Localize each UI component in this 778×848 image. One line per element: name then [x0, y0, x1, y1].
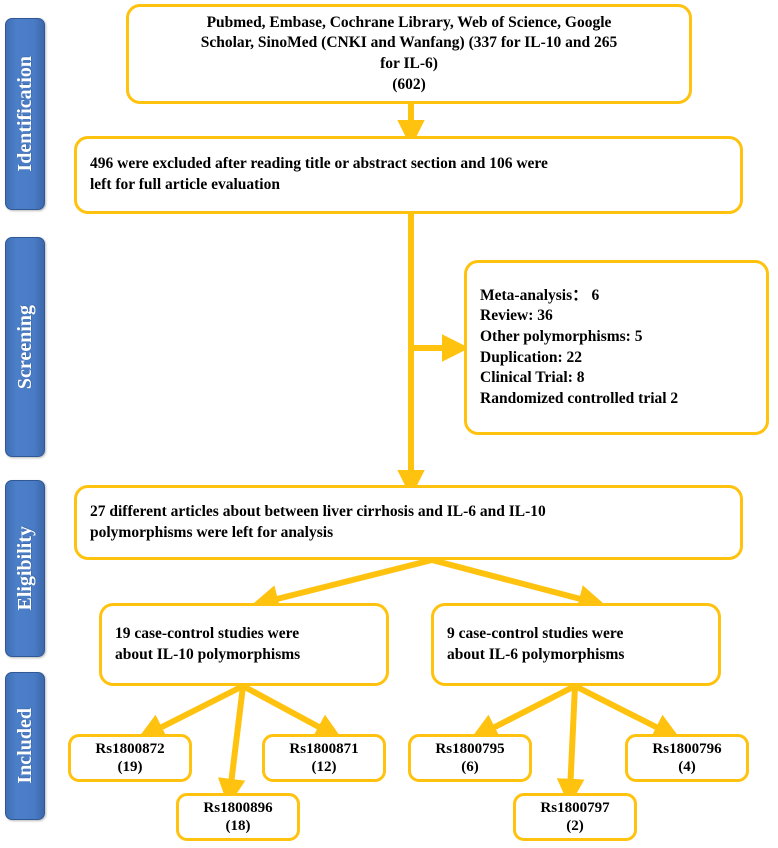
- phase-bar-eligibility: Eligibility: [5, 480, 45, 657]
- screening-line-1: 496 were excluded after reading title or…: [90, 155, 548, 173]
- box-snp-rs1800872: Rs1800872 (19): [68, 734, 192, 782]
- snp-name-rs1800871: Rs1800871: [289, 740, 359, 757]
- records-line-3: for IL-6): [380, 55, 438, 72]
- snp-count-rs1800872: (19): [117, 759, 143, 775]
- records-line-2: Scholar, SinoMed (CNKI and Wanfang) (337…: [200, 34, 618, 52]
- screening-line-2: left for full article evaluation: [90, 176, 280, 193]
- snp-count-rs1800795: (6): [461, 759, 479, 775]
- edge-eligible-il10: [251, 557, 433, 613]
- box-snp-rs1800797: Rs1800797 (2): [513, 793, 637, 841]
- box-snp-rs1800896: Rs1800896 (18): [176, 793, 300, 841]
- exclusion-reason-randomized-controlled-trial: Randomized controlled trial 2: [480, 389, 679, 407]
- box-snp-rs1800871: Rs1800871 (12): [262, 734, 386, 782]
- box-records-identified: Pubmed, Embase, Cochrane Library, Web of…: [126, 4, 692, 104]
- edge-il10-rs1800872: [137, 683, 245, 740]
- phase-label-eligibility: Eligibility: [14, 526, 36, 611]
- edge-il10-rs1800896: [217, 685, 246, 807]
- snp-name-rs1800796: Rs1800796: [652, 740, 722, 757]
- box-snp-rs1800795: Rs1800795 (6): [408, 734, 532, 782]
- phase-bar-included: Included: [5, 672, 45, 820]
- edge-il6-rs1800796: [573, 683, 681, 740]
- box-il6-studies: 9 case-control studies were about IL-6 p…: [431, 603, 721, 686]
- edge-eligible-il6: [431, 557, 606, 612]
- snp-count-rs1800896: (18): [225, 818, 251, 834]
- phase-label-included: Included: [14, 708, 36, 784]
- il10-line-1: 19 case-control studies were: [115, 624, 300, 642]
- eligible-line-2: polymorphisms were left for analysis: [90, 523, 334, 541]
- box-snp-rs1800796: Rs1800796 (4): [625, 734, 749, 782]
- box-exclusion-reasons: Meta-analysis： 6 Review: 36 Other polymo…: [464, 260, 769, 435]
- edge-il6-rs1800797: [556, 685, 585, 807]
- il10-line-2: about IL-10 polymorphisms: [115, 645, 301, 663]
- box-title-abstract-screening: 496 were excluded after reading title or…: [74, 136, 743, 214]
- box-eligible-articles: 27 different articles about between live…: [74, 485, 743, 560]
- snp-name-rs1800797: Rs1800797: [540, 799, 610, 816]
- snp-count-rs1800796: (4): [678, 759, 696, 775]
- exclusion-reason-review: Review: 36: [480, 307, 553, 325]
- il6-line-2: about IL-6 polymorphisms: [447, 645, 625, 663]
- snp-count-rs1800797: (2): [566, 818, 584, 834]
- snp-count-rs1800871: (12): [311, 759, 337, 775]
- phase-bar-screening: Screening: [5, 237, 45, 457]
- records-total: (602): [392, 75, 426, 93]
- phase-label-identification: Identification: [14, 56, 36, 172]
- exclusion-reason-clinical-trial: Clinical Trial: 8: [480, 369, 585, 387]
- eligible-line-1: 27 different articles about between live…: [90, 502, 546, 520]
- records-line-1: Pubmed, Embase, Cochrane Library, Web of…: [206, 13, 612, 31]
- snp-name-rs1800795: Rs1800795: [435, 740, 505, 757]
- il6-line-1: 9 case-control studies were: [447, 624, 624, 642]
- phase-bar-identification: Identification: [5, 18, 45, 210]
- exclusion-reason-meta-analysis: Meta-analysis： 6: [480, 286, 600, 304]
- phase-label-screening: Screening: [14, 304, 36, 390]
- edge-il6-rs1800795: [470, 683, 577, 740]
- box-il10-studies: 19 case-control studies were about IL-10…: [99, 603, 389, 686]
- exclusion-reason-other-polymorphisms: Other polymorphisms: 5: [480, 327, 643, 345]
- edge-il10-rs1800871: [241, 683, 343, 740]
- snp-name-rs1800872: Rs1800872: [95, 740, 165, 757]
- snp-name-rs1800896: Rs1800896: [203, 799, 273, 816]
- exclusion-reason-list: Meta-analysis： 6 Review: 36 Other polymo…: [480, 286, 753, 410]
- exclusion-reason-duplication: Duplication: 22: [480, 348, 583, 366]
